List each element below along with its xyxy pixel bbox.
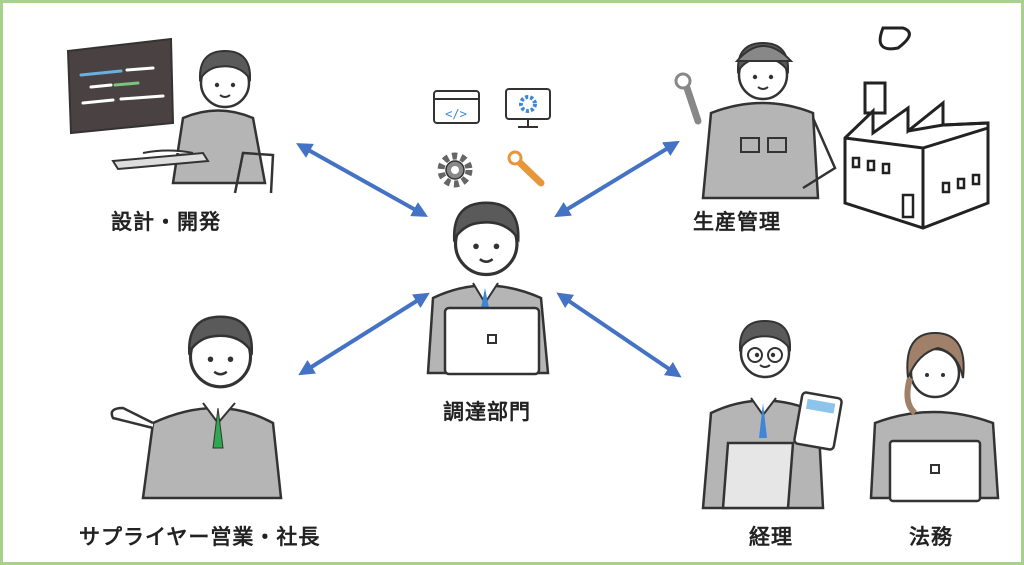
supplier-illustration [110, 315, 283, 500]
label-accounting: 経理 [749, 525, 793, 549]
wrench-icon [507, 150, 545, 187]
laptop-icon [888, 439, 982, 503]
illustration-layer: </> [66, 26, 1000, 510]
arrow-supplier [298, 292, 430, 376]
procurement-illustration [426, 201, 550, 376]
label-procurement: 調達部門 [443, 400, 531, 424]
code-window-icon: </> [433, 90, 480, 124]
accounting-illustration [701, 319, 843, 510]
arrow-accounting [556, 292, 682, 378]
production-illustration [674, 41, 837, 200]
arrow-dev [296, 143, 428, 217]
svg-text:</>: </> [445, 107, 467, 121]
factory-icon [843, 26, 990, 230]
label-supplier: サプライヤー営業・社長 [79, 525, 321, 549]
label-legal: 法務 [909, 525, 953, 549]
label-dev: 設計・開発 [111, 210, 221, 234]
dev-illustration [66, 37, 275, 194]
label-production: 生産管理 [693, 210, 781, 234]
monitor-gear-icon [505, 88, 551, 128]
gear-icon [437, 152, 473, 188]
calculator-icon [793, 391, 843, 451]
legal-illustration [869, 331, 1000, 503]
arrow-production [554, 140, 680, 218]
arrows [296, 140, 682, 378]
